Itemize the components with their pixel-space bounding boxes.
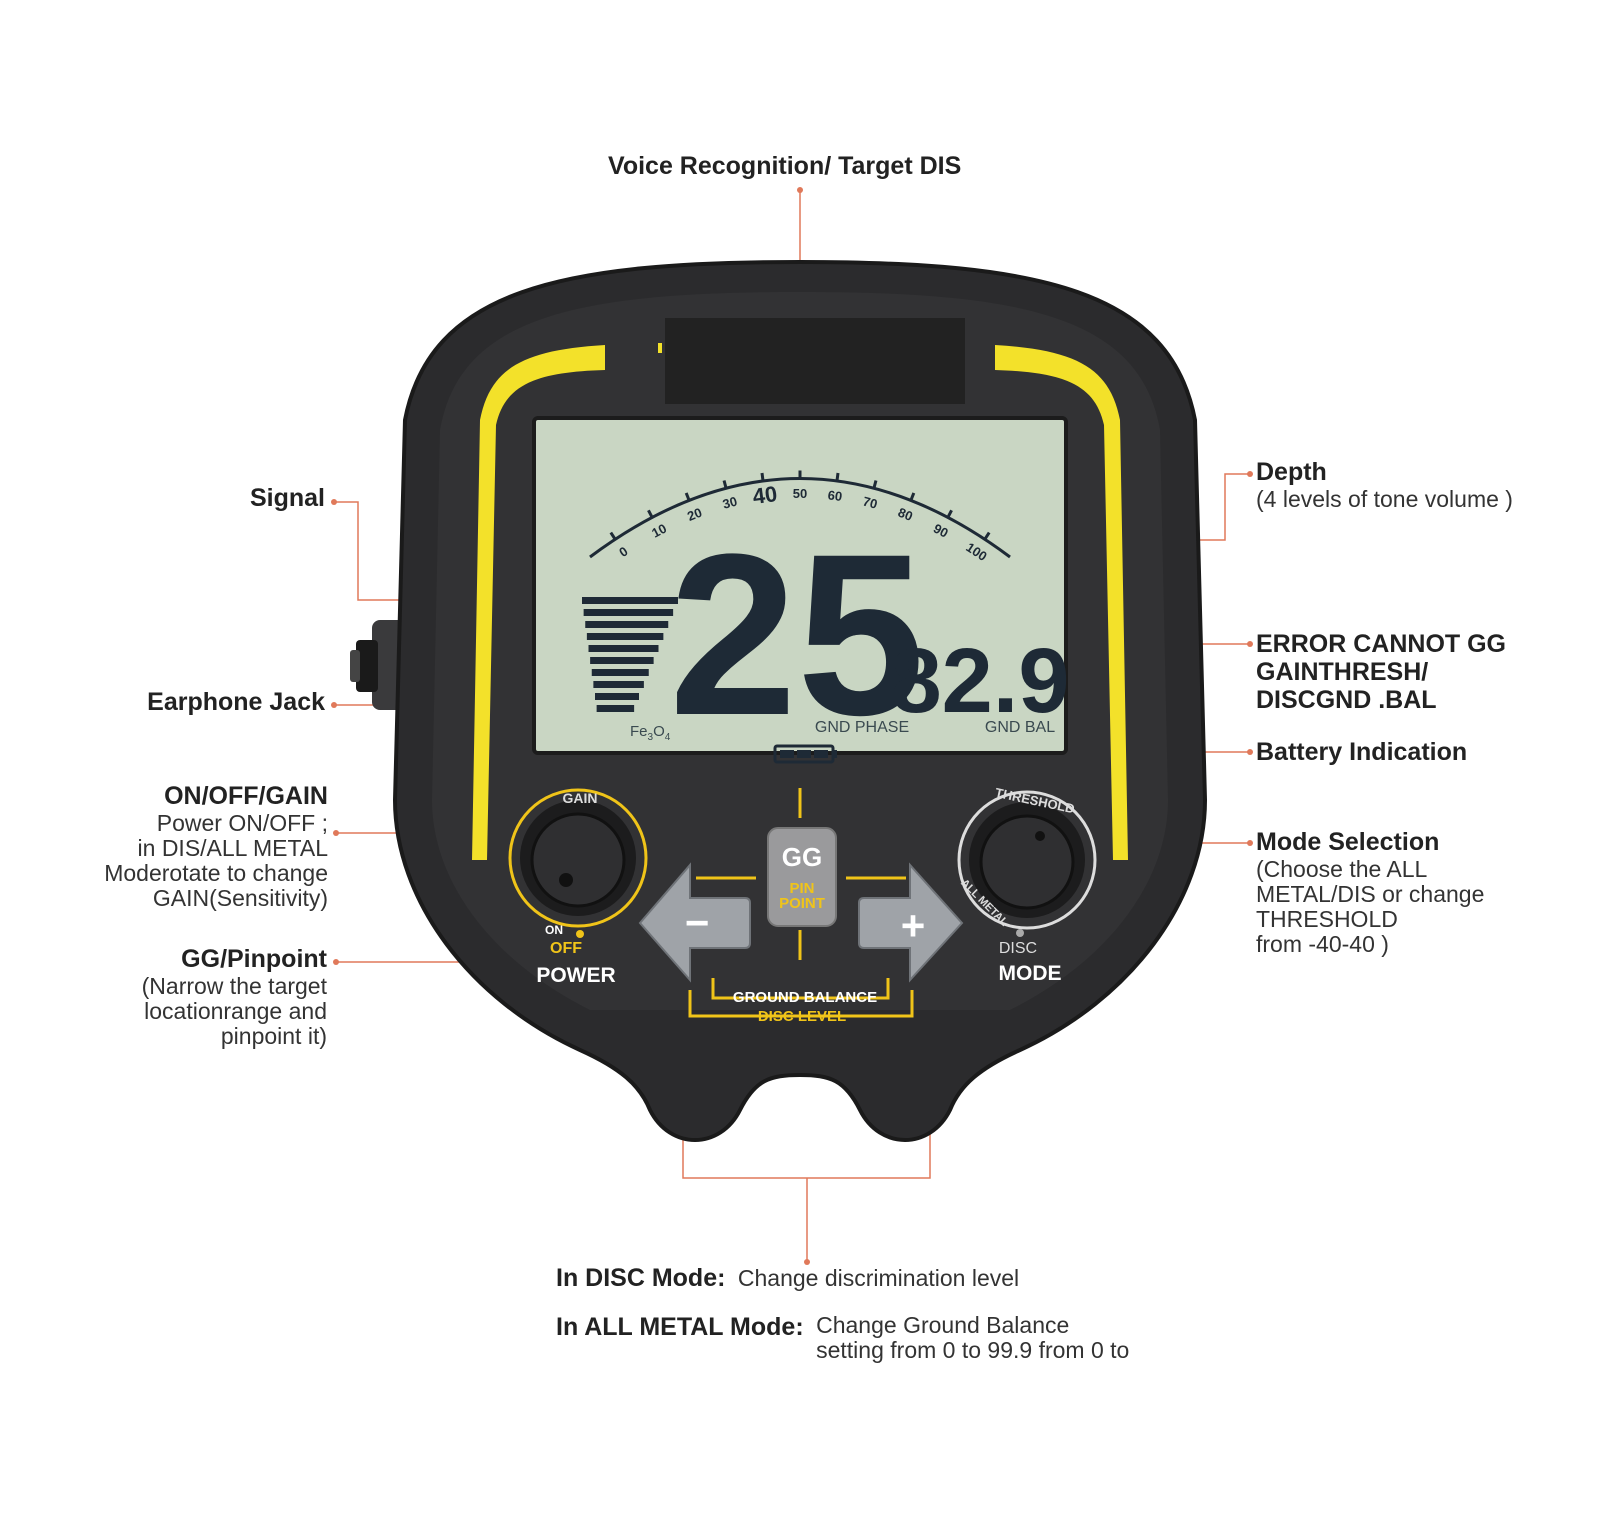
mode-indicator-dot [1016,929,1024,937]
power-label: POWER [536,964,615,987]
gg-pinpoint-title: GG/Pinpoint [181,945,327,973]
mode-selection-line: (Choose the ALL [1256,856,1428,882]
minus-icon: − [685,899,710,946]
error-line: GAINTHRESH/ [1256,658,1429,686]
callout-depth: Depth (4 levels of tone volume ) [1256,458,1513,512]
scale-tick-mark [684,492,691,501]
minus-button[interactable]: − [638,862,751,983]
signal-bar [596,705,635,712]
battery-icon [773,744,837,764]
callout-on-off-gain: ON/OFF/GAIN Power ON/OFF ; in DIS/ALL ME… [104,782,328,911]
error-line: DISCGND .BAL [1256,686,1437,714]
callout-battery: Battery Indication [1256,738,1468,766]
all-metal-mode-line: setting from 0 to 99.9 from 0 to [816,1337,1130,1363]
mode-selection-line: METAL/DIS or change [1256,881,1485,907]
right-accent-stripe [995,345,1128,860]
scale-tick-mark [760,472,765,482]
signal-bar [591,669,649,676]
disc-mode-title: In DISC Mode: [556,1264,726,1292]
signal-bar [582,597,678,604]
signal-bar [593,681,644,688]
power-indicator-dot [576,930,584,938]
scale-tick-label: 30 [721,494,739,512]
mode-knob[interactable] [957,790,1097,930]
off-label: OFF [550,940,582,957]
on-label: ON [545,923,563,937]
callout-gg-pinpoint: GG/Pinpoint (Narrow the target locationr… [142,945,327,1049]
top-panel [665,318,965,404]
on-off-gain-line: Moderotate to change [104,860,328,886]
callout-all-metal-mode: In ALL METAL Mode: Change Ground Balance… [556,1313,1129,1363]
signal-bars [582,597,678,712]
button-guide-lines [688,788,914,1018]
gg-pinpoint-line: (Narrow the target [141,973,327,999]
gain-label: GAIN [563,790,598,806]
gg-pinpoint-line: locationrange and [144,998,327,1024]
mode-selection-line: from -40-40 ) [1256,931,1389,957]
signal-bar [595,693,639,700]
all-metal-mode-title: In ALL METAL Mode: [556,1313,804,1341]
scale-tick-label: 90 [931,521,951,541]
scale-tick-label: 60 [827,487,843,504]
fe3o4-label: Fe3O4 [630,723,671,743]
scale-tick-mark [909,492,916,501]
scale-tick-mark [835,472,840,482]
sub-value: 82.9 [890,630,1069,732]
mode-label: MODE [999,962,1062,985]
gg-pinpoint-line: pinpoint it) [220,1023,327,1049]
point-label: POINT [779,895,825,912]
depth-scale-arc [589,477,1011,559]
ground-balance-label: GROUND BALANCE [733,989,877,1006]
gg-label: GG [782,842,822,872]
on-off-gain-line: GAIN(Sensitivity) [152,885,328,911]
scale-tick-label: 50 [793,486,807,501]
callout-earphone-jack: Earphone Jack [147,688,325,716]
callout-error: ERROR CANNOT GG GAINTHRESH/ DISCGND .BAL [1256,630,1506,714]
scale-tick-mark [946,509,953,519]
gnd-bal-label: GND BAL [985,719,1055,736]
callout-voice-recognition: Voice Recognition/ Target DIS [608,152,962,180]
scale-tick-label: 80 [896,505,915,524]
left-accent-stripe [472,345,605,860]
main-value: 25 [669,506,925,763]
scale-tick-label: 40 [751,481,779,509]
scale-tick-mark [609,531,617,541]
all-metal-mode-line: Change Ground Balance [816,1312,1070,1338]
scale-tick-label: 70 [861,494,879,512]
gain-knob[interactable] [508,788,648,928]
signal-bar [585,621,669,628]
mode-selection-title: Mode Selection [1256,828,1440,856]
signal-bar [583,609,674,616]
scale-tick-label: 10 [649,521,669,541]
scale-tick-mark [647,509,654,519]
signal-bar [588,645,659,652]
on-off-gain-line: in DIS/ALL METAL [137,835,328,861]
error-line: ERROR CANNOT GG [1256,630,1506,658]
depth-title: Depth [1256,458,1327,486]
disc-level-label: DISC LEVEL [758,1008,846,1025]
depth-line: (4 levels of tone volume ) [1256,486,1513,512]
on-off-gain-line: Power ON/OFF ; [156,810,328,836]
scale-tick-mark [983,531,991,541]
scale-tick-mark [722,480,728,489]
on-off-gain-title: ON/OFF/GAIN [164,782,328,810]
gnd-phase-label: GND PHASE [815,719,909,736]
pin-label: PIN [789,880,814,897]
plus-icon: + [901,902,926,949]
callout-disc-mode: In DISC Mode: Change discrimination leve… [556,1264,1019,1293]
scale-tick-mark [872,480,878,489]
callout-signal: Signal [249,484,325,512]
gg-pinpoint-button[interactable]: GG PIN POINT [767,827,837,927]
scale-tick-label: 20 [685,505,704,524]
disc-label: DISC [999,940,1037,957]
callout-mode-selection: Mode Selection (Choose the ALL METAL/DIS… [1256,828,1484,957]
signal-bar [586,633,664,640]
mode-selection-line: THRESHOLD [1256,906,1398,932]
signal-bar [590,657,654,664]
plus-button[interactable]: + [858,862,964,983]
disc-mode-text: Change discrimination level [737,1265,1020,1291]
